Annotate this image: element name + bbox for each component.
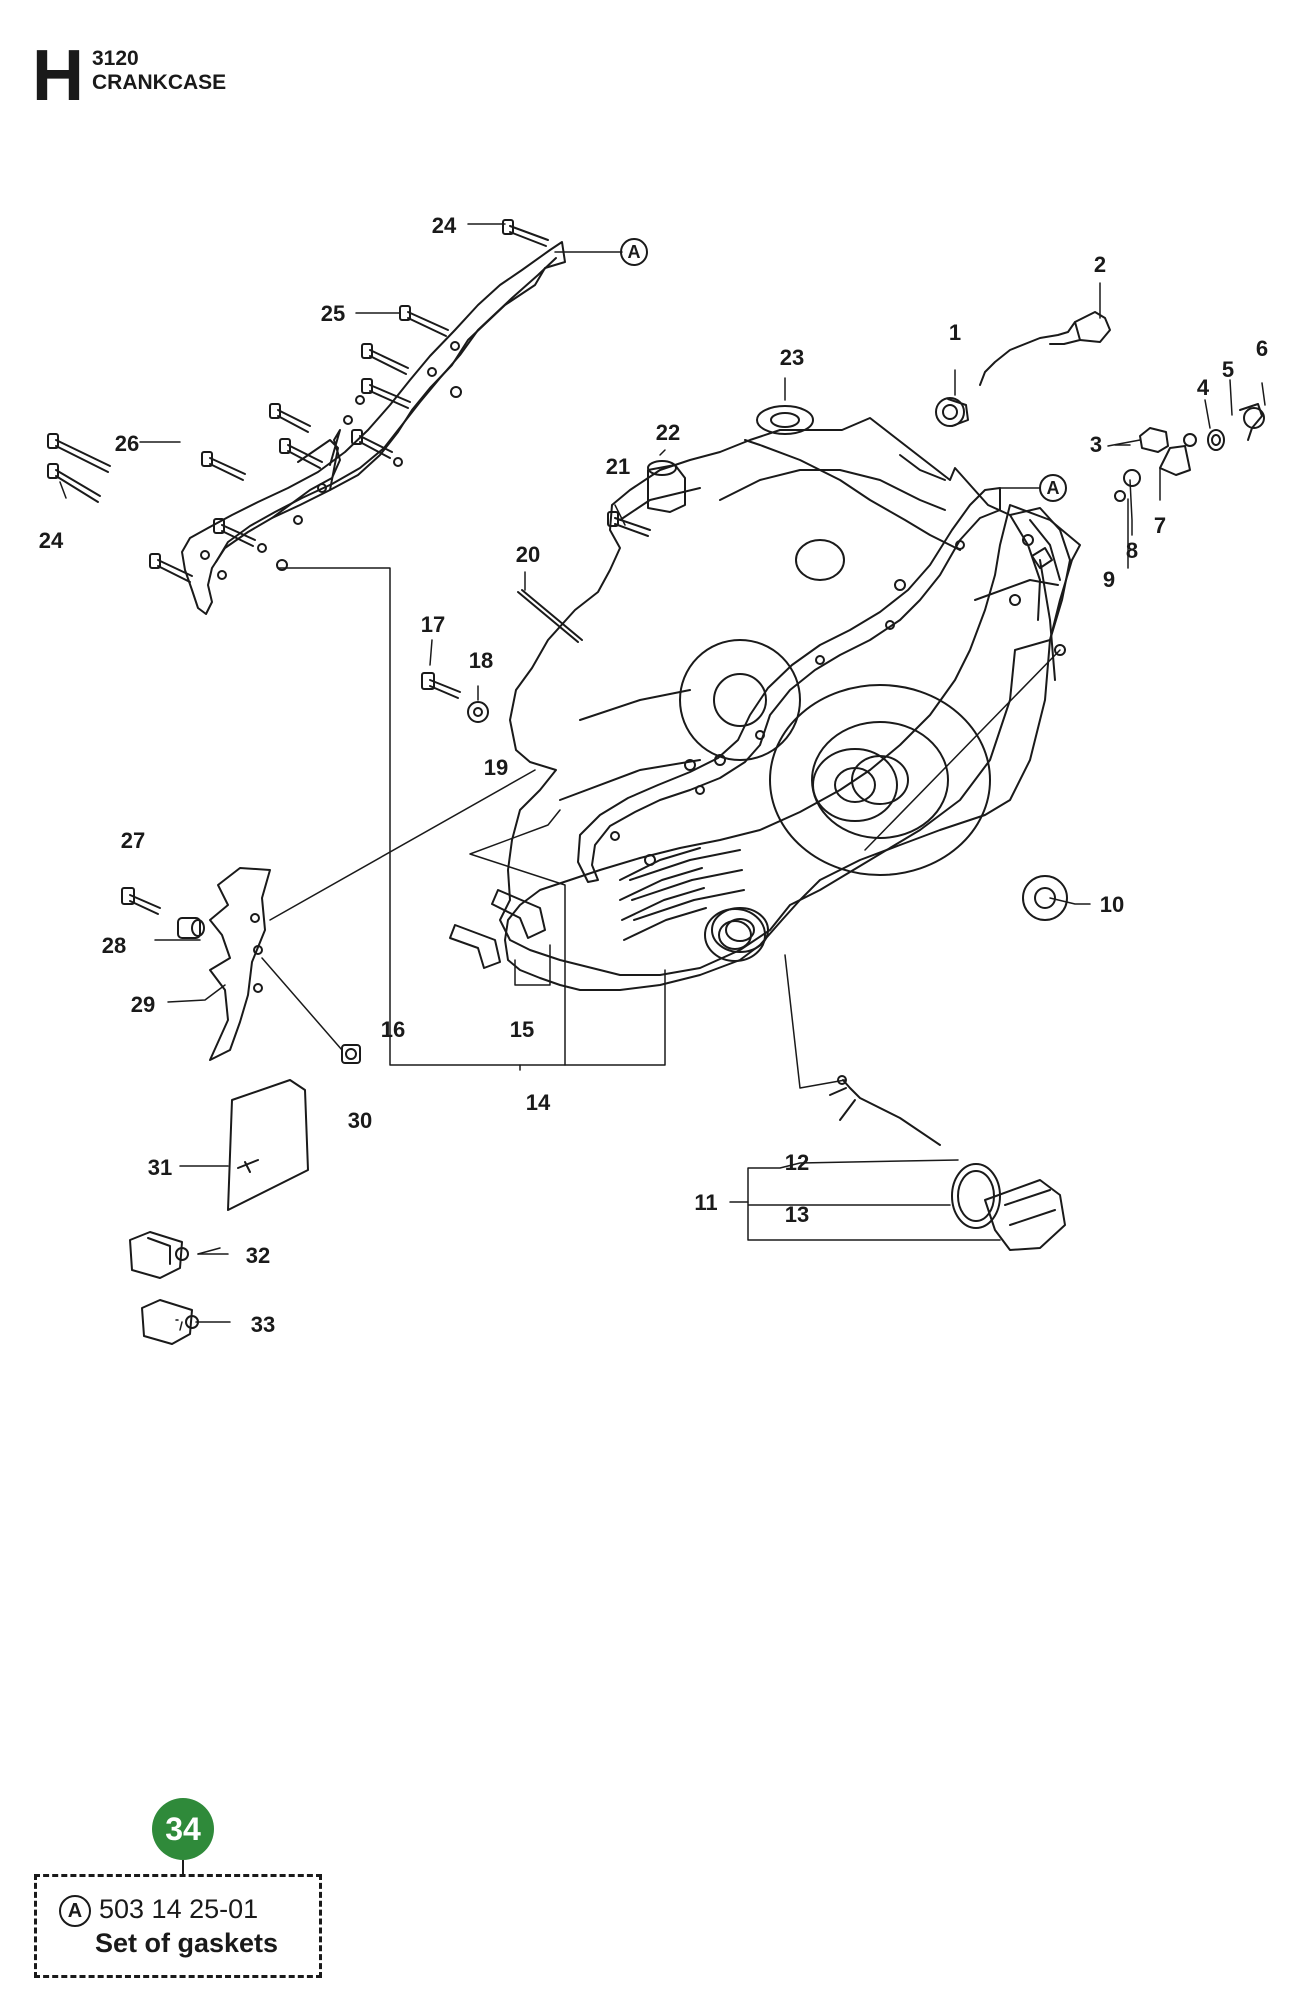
callout-24-left: 24 — [39, 528, 64, 553]
reference-marker-top — [620, 238, 648, 266]
callout-7: 7 — [1154, 513, 1166, 538]
callout-15: 15 — [510, 1017, 534, 1042]
callout-30: 30 — [348, 1108, 372, 1133]
callout-29: 29 — [131, 992, 155, 1017]
callout-16: 16 — [381, 1017, 405, 1042]
callout-3: 3 — [1090, 432, 1102, 457]
callout-27: 27 — [121, 828, 145, 853]
page-number-badge: 34 — [152, 1798, 214, 1860]
kit-part-number: 503 14 25-01 — [99, 1894, 259, 1924]
callout-4: 4 — [1197, 375, 1210, 400]
section-number: 3120 — [92, 47, 139, 70]
callout-14: 14 — [526, 1090, 551, 1115]
callout-20: 20 — [516, 542, 540, 567]
callout-23: 23 — [780, 345, 804, 370]
callout-18: 18 — [469, 648, 493, 673]
callout-9: 9 — [1103, 567, 1115, 592]
reference-letter-right: A — [1047, 478, 1060, 498]
callout-25: 25 — [321, 301, 345, 326]
crankcase-front-illustration — [504, 504, 1081, 991]
callout-8: 8 — [1126, 538, 1138, 563]
callout-19: 19 — [484, 755, 508, 780]
callout-17: 17 — [421, 612, 445, 637]
reference-letter-top: A — [628, 242, 641, 262]
callout-6: 6 — [1256, 336, 1268, 361]
callout-5: 5 — [1222, 357, 1234, 382]
gasket-lower-illustration — [577, 487, 1001, 883]
section-title: CRANKCASE — [92, 71, 227, 94]
callout-31: 31 — [148, 1155, 172, 1180]
callout-21: 21 — [606, 454, 630, 479]
callout-10: 10 — [1100, 892, 1124, 917]
callout-24-top: 24 — [432, 213, 457, 238]
callout-2: 2 — [1094, 252, 1106, 277]
section-letter: H — [32, 36, 84, 116]
callout-13: 13 — [785, 1202, 809, 1227]
gasket-upper-illustration — [181, 241, 566, 615]
kit-reference-box: A 503 14 25-01 Set of gaskets — [34, 1874, 322, 1978]
callout-32: 32 — [246, 1243, 270, 1268]
callout-28: 28 — [102, 933, 126, 958]
screws-upper-illustration — [47, 219, 549, 583]
callout-11: 11 — [694, 1190, 717, 1215]
callout-12: 12 — [785, 1150, 809, 1175]
kit-description: Set of gaskets — [95, 1928, 279, 1958]
leader-lines — [59, 223, 1266, 1331]
callout-26: 26 — [115, 431, 139, 456]
kit-reference-letter: A — [59, 1895, 91, 1927]
reference-marker-right — [1039, 474, 1067, 502]
callout-33: 33 — [251, 1312, 275, 1337]
callout-1: 1 — [949, 320, 961, 345]
callout-22: 22 — [656, 420, 680, 445]
